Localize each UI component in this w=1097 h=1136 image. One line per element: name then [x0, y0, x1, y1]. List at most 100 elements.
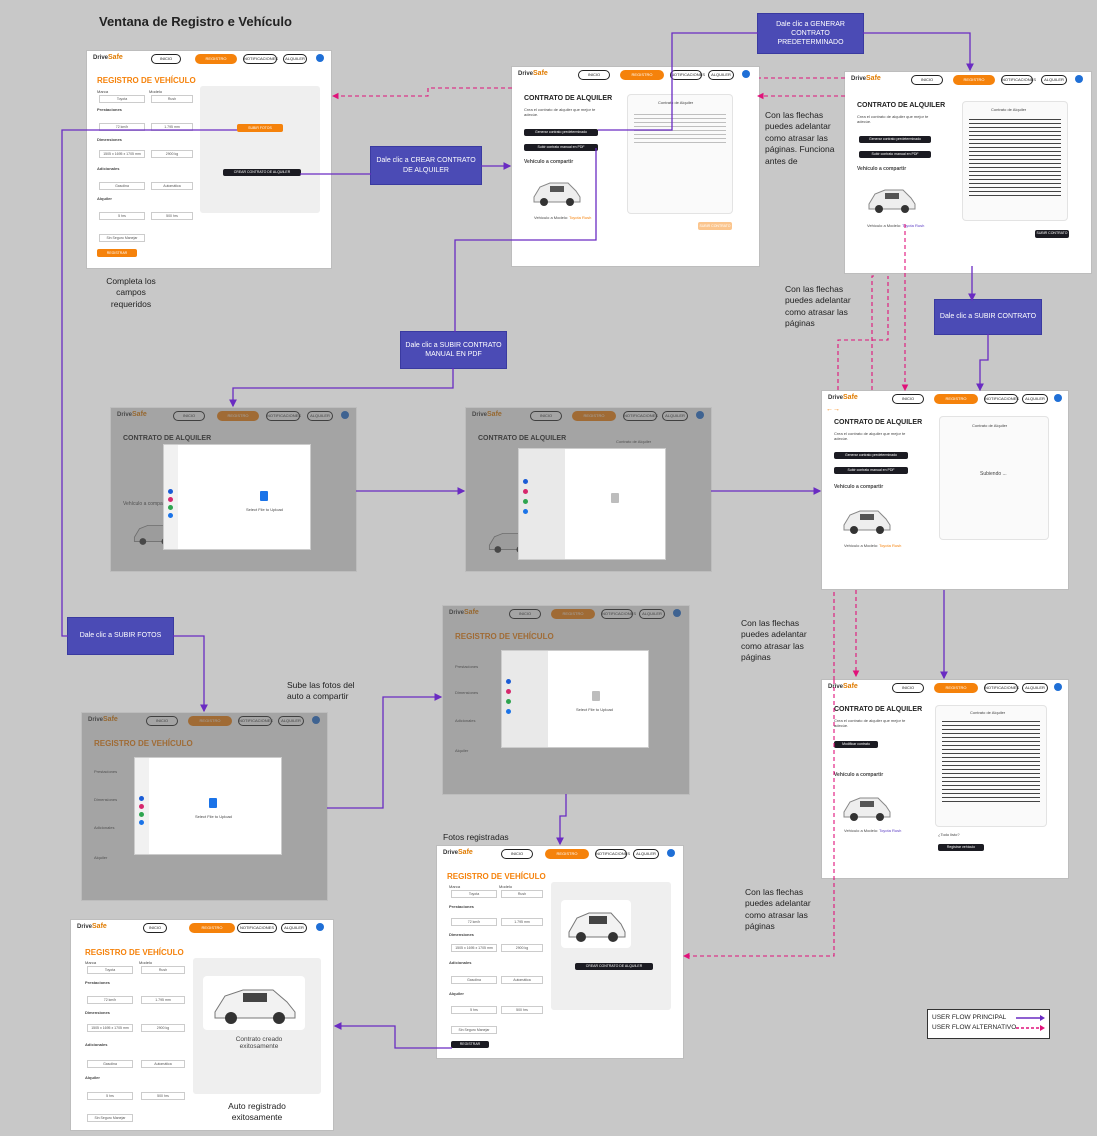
nav-alquiler[interactable]: ALQUILER: [281, 923, 307, 933]
select-file-label[interactable]: Select File to Upload: [195, 814, 232, 819]
field-3[interactable]: 1505 x 1695 x 1705 mm: [99, 150, 145, 158]
registrar-button[interactable]: REGISTRAR: [451, 1041, 489, 1048]
drive-icon[interactable]: [168, 505, 173, 510]
field-4[interactable]: 2900 kg: [151, 150, 193, 158]
field-8[interactable]: 500 hrs: [141, 1092, 185, 1100]
nav-registro[interactable]: REGISTRO VEHICULAR: [934, 394, 978, 409]
modelo-field[interactable]: Rush: [151, 95, 193, 103]
nav-inicio[interactable]: INICIO: [501, 849, 533, 859]
nav-alquiler[interactable]: ALQUILER: [633, 849, 659, 859]
avatar[interactable]: [1054, 683, 1062, 691]
drive-icon[interactable]: [139, 812, 144, 817]
select-file-label[interactable]: Select File to Upload: [246, 507, 283, 512]
field-1[interactable]: 72 km/h: [451, 918, 497, 926]
file-dialog[interactable]: Select File to Upload: [501, 650, 649, 748]
facebook-icon[interactable]: [523, 479, 528, 484]
subir-pdf-button[interactable]: Subir contrato manual en PDF: [859, 151, 931, 158]
nav-alquiler[interactable]: ALQUILER: [283, 54, 307, 64]
avatar[interactable]: [316, 923, 324, 931]
registrar-button[interactable]: REGISTRAR: [97, 249, 137, 257]
nav-inicio[interactable]: INICIO: [143, 923, 167, 933]
subir-pdf-button[interactable]: Subir contrato manual en PDF: [834, 467, 908, 474]
field-5[interactable]: Gasolina: [87, 1060, 133, 1068]
field-6[interactable]: Automática: [141, 1060, 185, 1068]
field-9[interactable]: Sin Seguro Manejar: [87, 1114, 133, 1122]
nav-inicio[interactable]: INICIO: [892, 683, 924, 693]
field-1[interactable]: 72 km/h: [99, 123, 145, 131]
facebook-icon[interactable]: [168, 489, 173, 494]
onedrive-icon[interactable]: [139, 820, 144, 825]
avatar[interactable]: [667, 849, 675, 857]
nav-registro[interactable]: REGISTRO VEHICULAR: [189, 923, 235, 938]
generar-contrato-button[interactable]: Generar contrato predeterminado: [524, 129, 598, 136]
marca-field[interactable]: Toyota: [87, 966, 133, 974]
facebook-icon[interactable]: [139, 796, 144, 801]
field-4[interactable]: 2900 kg: [501, 944, 543, 952]
field-2[interactable]: 1.795 mm: [141, 996, 185, 1004]
generar-contrato-button[interactable]: Generar contrato predeterminado: [859, 136, 931, 143]
instagram-icon[interactable]: [139, 804, 144, 809]
onedrive-icon[interactable]: [523, 509, 528, 514]
field-8[interactable]: 500 hrs: [501, 1006, 543, 1014]
modelo-field[interactable]: Rush: [501, 890, 543, 898]
field-4[interactable]: 2900 kg: [141, 1024, 185, 1032]
field-7[interactable]: 5 hrs: [87, 1092, 133, 1100]
field-9[interactable]: Sin Seguro Manejar: [99, 234, 145, 242]
avatar[interactable]: [742, 70, 750, 78]
field-5[interactable]: Gasolina: [451, 976, 497, 984]
nav-registro[interactable]: REGISTRO VEHICULAR: [195, 54, 237, 69]
crear-contrato-button[interactable]: CREAR CONTRATO DE ALQUILER: [223, 169, 301, 176]
field-9[interactable]: Sin Seguro Manejar: [451, 1026, 497, 1034]
modificar-contrato-button[interactable]: Modificar contrato: [834, 741, 878, 748]
instagram-icon[interactable]: [168, 497, 173, 502]
nav-inicio[interactable]: INICIO: [151, 54, 181, 64]
marca-field[interactable]: Toyota: [99, 95, 145, 103]
field-3[interactable]: 1505 x 1695 x 1705 mm: [87, 1024, 133, 1032]
select-file-label[interactable]: Select File to Upload: [576, 707, 613, 712]
generar-contrato-button[interactable]: Generar contrato predeterminado: [834, 452, 908, 459]
modelo-field[interactable]: Rush: [141, 966, 185, 974]
nav-inicio[interactable]: INICIO: [911, 75, 943, 85]
nav-notificaciones[interactable]: NOTIFICACIONES: [670, 70, 705, 80]
nav-inicio[interactable]: INICIO: [578, 70, 610, 80]
nav-notificaciones[interactable]: NOTIFICACIONES: [243, 54, 278, 64]
nav-arrows[interactable]: ←→: [826, 406, 840, 413]
field-7[interactable]: 5 hrs: [451, 1006, 497, 1014]
file-dialog[interactable]: Select File to Upload: [163, 444, 311, 550]
field-5[interactable]: Gasolina: [99, 182, 145, 190]
nav-notificaciones[interactable]: NOTIFICACIONES: [237, 923, 277, 933]
file-dialog[interactable]: Select File to Upload: [134, 757, 282, 855]
crear-contrato-button[interactable]: CREAR CONTRATO DE ALQUILER: [575, 963, 653, 970]
drive-icon[interactable]: [523, 499, 528, 504]
drive-icon[interactable]: [506, 699, 511, 704]
facebook-icon[interactable]: [506, 679, 511, 684]
onedrive-icon[interactable]: [506, 709, 511, 714]
registrar-vehiculo-button[interactable]: Registrar vehículo: [938, 844, 984, 851]
nav-registro[interactable]: REGISTRO VEHICULAR: [934, 683, 978, 698]
nav-alquiler[interactable]: ALQUILER: [708, 70, 734, 80]
nav-alquiler[interactable]: ALQUILER: [1022, 394, 1048, 404]
subir-pdf-button[interactable]: Subir contrato manual en PDF: [524, 144, 598, 151]
instagram-icon[interactable]: [523, 489, 528, 494]
instagram-icon[interactable]: [506, 689, 511, 694]
subir-contrato-button[interactable]: SUBIR CONTRATO: [1035, 230, 1069, 238]
field-2[interactable]: 1.795 mm: [151, 123, 193, 131]
avatar[interactable]: [316, 54, 324, 62]
file-dialog[interactable]: [518, 448, 666, 560]
nav-notificaciones[interactable]: NOTIFICACIONES: [1001, 75, 1036, 85]
field-2[interactable]: 1.795 mm: [501, 918, 543, 926]
avatar[interactable]: [1075, 75, 1083, 83]
nav-notificaciones[interactable]: NOTIFICACIONES: [984, 394, 1019, 404]
nav-notificaciones[interactable]: NOTIFICACIONES: [595, 849, 630, 859]
nav-registro[interactable]: REGISTRO VEHICULAR: [953, 75, 995, 90]
nav-registro[interactable]: REGISTRO VEHICULAR: [620, 70, 664, 85]
field-6[interactable]: Automática: [501, 976, 543, 984]
marca-field[interactable]: Toyota: [451, 890, 497, 898]
field-3[interactable]: 1505 x 1695 x 1705 mm: [451, 944, 497, 952]
onedrive-icon[interactable]: [168, 513, 173, 518]
field-8[interactable]: 500 hrs: [151, 212, 193, 220]
field-7[interactable]: 5 hrs: [99, 212, 145, 220]
nav-inicio[interactable]: INICIO: [892, 394, 924, 404]
nav-alquiler[interactable]: ALQUILER: [1041, 75, 1067, 85]
field-6[interactable]: Automática: [151, 182, 193, 190]
